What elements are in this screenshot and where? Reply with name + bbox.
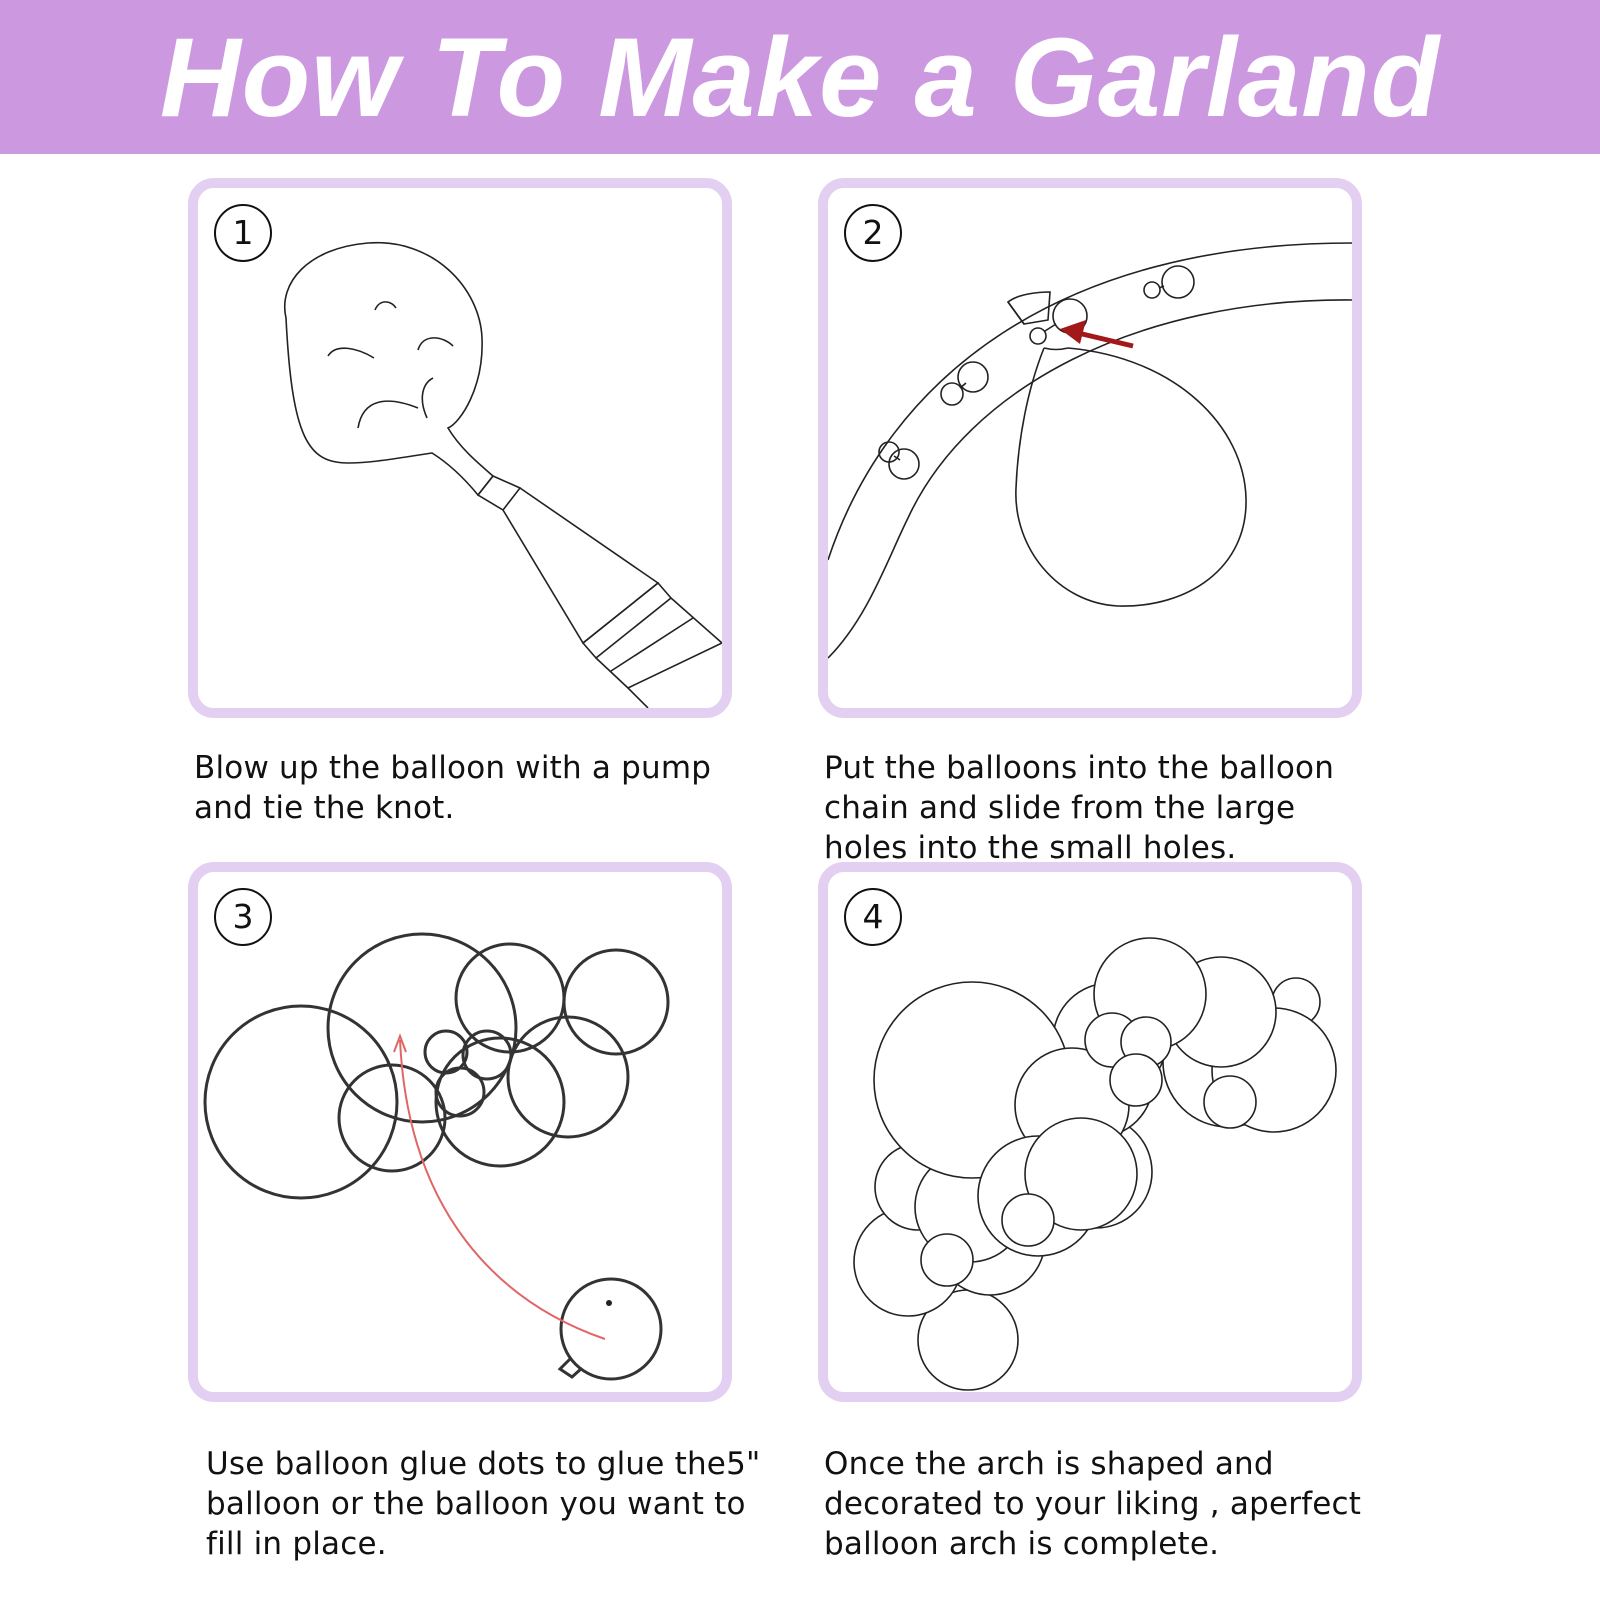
step-3-caption: Use balloon glue dots to glue the5" ball… <box>206 1446 761 1562</box>
glue-balloon-illustration <box>203 932 670 1381</box>
step-number-badge: 2 <box>844 204 902 262</box>
step-2-caption: Put the balloons into the balloon chain … <box>824 750 1335 866</box>
step-number-badge: 1 <box>214 204 272 262</box>
page-title: How To Make a Garland <box>159 15 1441 140</box>
arrow-icon <box>393 1033 606 1340</box>
balloon-pump-illustration <box>283 241 722 708</box>
step-3-panel: 3 <box>188 862 732 1402</box>
title-banner: How To Make a Garland <box>0 0 1600 154</box>
arrow-icon <box>1060 320 1134 349</box>
balloon-chain-illustration <box>828 242 1352 659</box>
step-1-panel: 1 <box>188 178 732 718</box>
step-4-caption: Once the arch is shaped and decorated to… <box>824 1446 1362 1562</box>
step-1-caption: Blow up the balloon with a pump and tie … <box>194 750 712 826</box>
step-2-panel: 2 <box>818 178 1362 718</box>
step-4-panel: 4 <box>818 862 1362 1402</box>
balloon-garland-illustration <box>853 937 1337 1391</box>
step-number-badge: 3 <box>214 888 272 946</box>
step-number-badge: 4 <box>844 888 902 946</box>
